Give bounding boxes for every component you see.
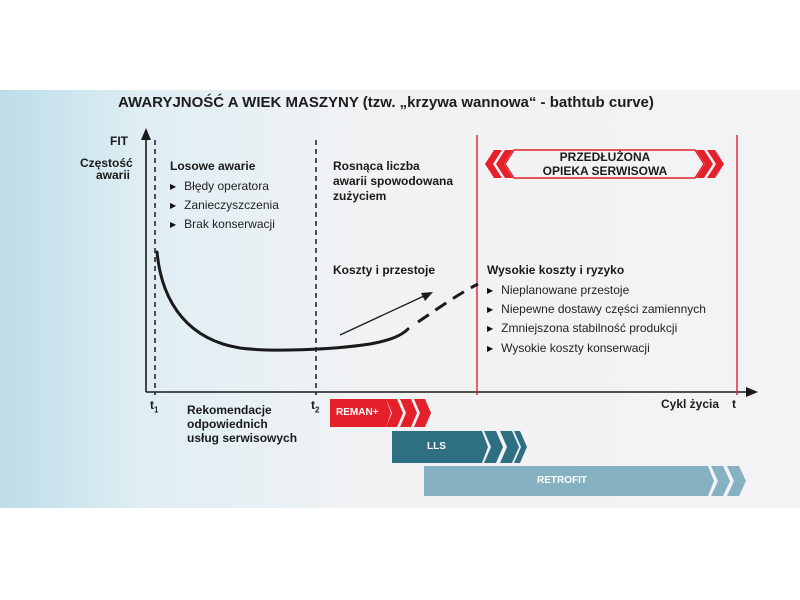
phase3-item: ▶Zmniejszona stabilność produkcji <box>487 321 678 335</box>
phase3-item: ▶Niepewne dostawy części zamiennych <box>487 302 706 316</box>
retrofit-bar <box>424 466 714 496</box>
banner-left-arrow-2 <box>496 150 513 178</box>
phase3-item: ▶Wysokie koszty konserwacji <box>487 341 650 355</box>
banner-right-arrow-2 <box>696 150 713 178</box>
banner-left-arrow-1 <box>485 150 502 178</box>
bullet-icon: ▶ <box>170 181 177 191</box>
phase1-item: ▶Zanieczyszczenia <box>170 198 279 212</box>
y-axis-label-2: awarii <box>96 168 131 182</box>
phase1-heading: Losowe awarie <box>170 159 256 173</box>
y-axis-label-top: FIT <box>110 134 128 148</box>
reman-chevron-1 <box>386 399 403 427</box>
banner-line-1: PRZEDŁUŻONA <box>559 150 651 164</box>
phase1-item: ▶Brak konserwacji <box>170 217 275 231</box>
recommendation-line-2: odpowiednich <box>187 417 268 431</box>
bullet-icon: ▶ <box>487 323 494 333</box>
retrofit-chevron-2 <box>727 466 746 496</box>
bullet-icon: ▶ <box>487 343 494 353</box>
recommendation-line-3: usług serwisowych <box>187 431 298 445</box>
bullet-icon: ▶ <box>170 200 177 210</box>
y-axis-label-1: Częstość <box>80 156 133 170</box>
trend-arrow-head <box>421 292 433 301</box>
x-axis-end-symbol: t <box>732 397 736 411</box>
reman-bar <box>330 399 391 427</box>
phase2-heading-3: zużyciem <box>333 189 387 203</box>
banner-right-arrow-1 <box>707 150 724 178</box>
phase2-costs: Koszty i przestoje <box>333 263 436 277</box>
diagram-panel: AWARYJNOŚĆ A WIEK MASZYNY (tzw. „krzywa … <box>0 90 800 508</box>
reman-chevron-3 <box>414 399 431 427</box>
phase2-heading-2: awarii spowodowana <box>333 174 454 188</box>
phase1-item: ▶Błędy operatora <box>170 179 269 193</box>
diagram-graphics <box>141 128 758 496</box>
y-axis-arrow <box>141 128 151 140</box>
bullet-icon: ▶ <box>170 219 177 229</box>
lls-chevron-2 <box>500 431 519 463</box>
bathtub-curve-dashed <box>417 282 479 324</box>
phase3-item: ▶Nieplanowane przestoje <box>487 283 630 297</box>
banner-frame <box>504 149 705 179</box>
bathtub-curve <box>155 250 410 352</box>
bullet-icon: ▶ <box>487 304 494 314</box>
x-axis-label: Cykl życia <box>661 397 720 411</box>
diagram-title: AWARYJNOŚĆ A WIEK MASZYNY (tzw. „krzywa … <box>118 94 654 111</box>
tick-t1: t1 <box>150 398 159 415</box>
lls-chevron-3 <box>514 431 527 463</box>
banner-line-2: OPIEKA SERWISOWA <box>542 164 668 178</box>
retrofit-label: RETROFIT <box>537 475 587 486</box>
lls-chevron-1 <box>484 431 503 463</box>
x-axis-arrow <box>746 387 758 397</box>
lls-label: LLS <box>427 441 446 452</box>
reman-chevron-2 <box>400 399 417 427</box>
bullet-icon: ▶ <box>487 285 494 295</box>
banner-label: PRZEDŁUŻONA OPIEKA SERWISOWA <box>510 150 700 178</box>
tick-t2: t2 <box>311 398 320 415</box>
phase2-heading-1: Rosnąca liczba <box>333 159 420 173</box>
phase3-heading: Wysokie koszty i ryzyko <box>487 263 625 277</box>
reman-label: REMAN+ <box>336 407 379 418</box>
trend-arrow-line <box>339 295 425 336</box>
retrofit-chevron-1 <box>711 466 730 496</box>
lls-bar <box>392 431 488 463</box>
recommendation-line-1: Rekomendacje <box>187 403 272 417</box>
